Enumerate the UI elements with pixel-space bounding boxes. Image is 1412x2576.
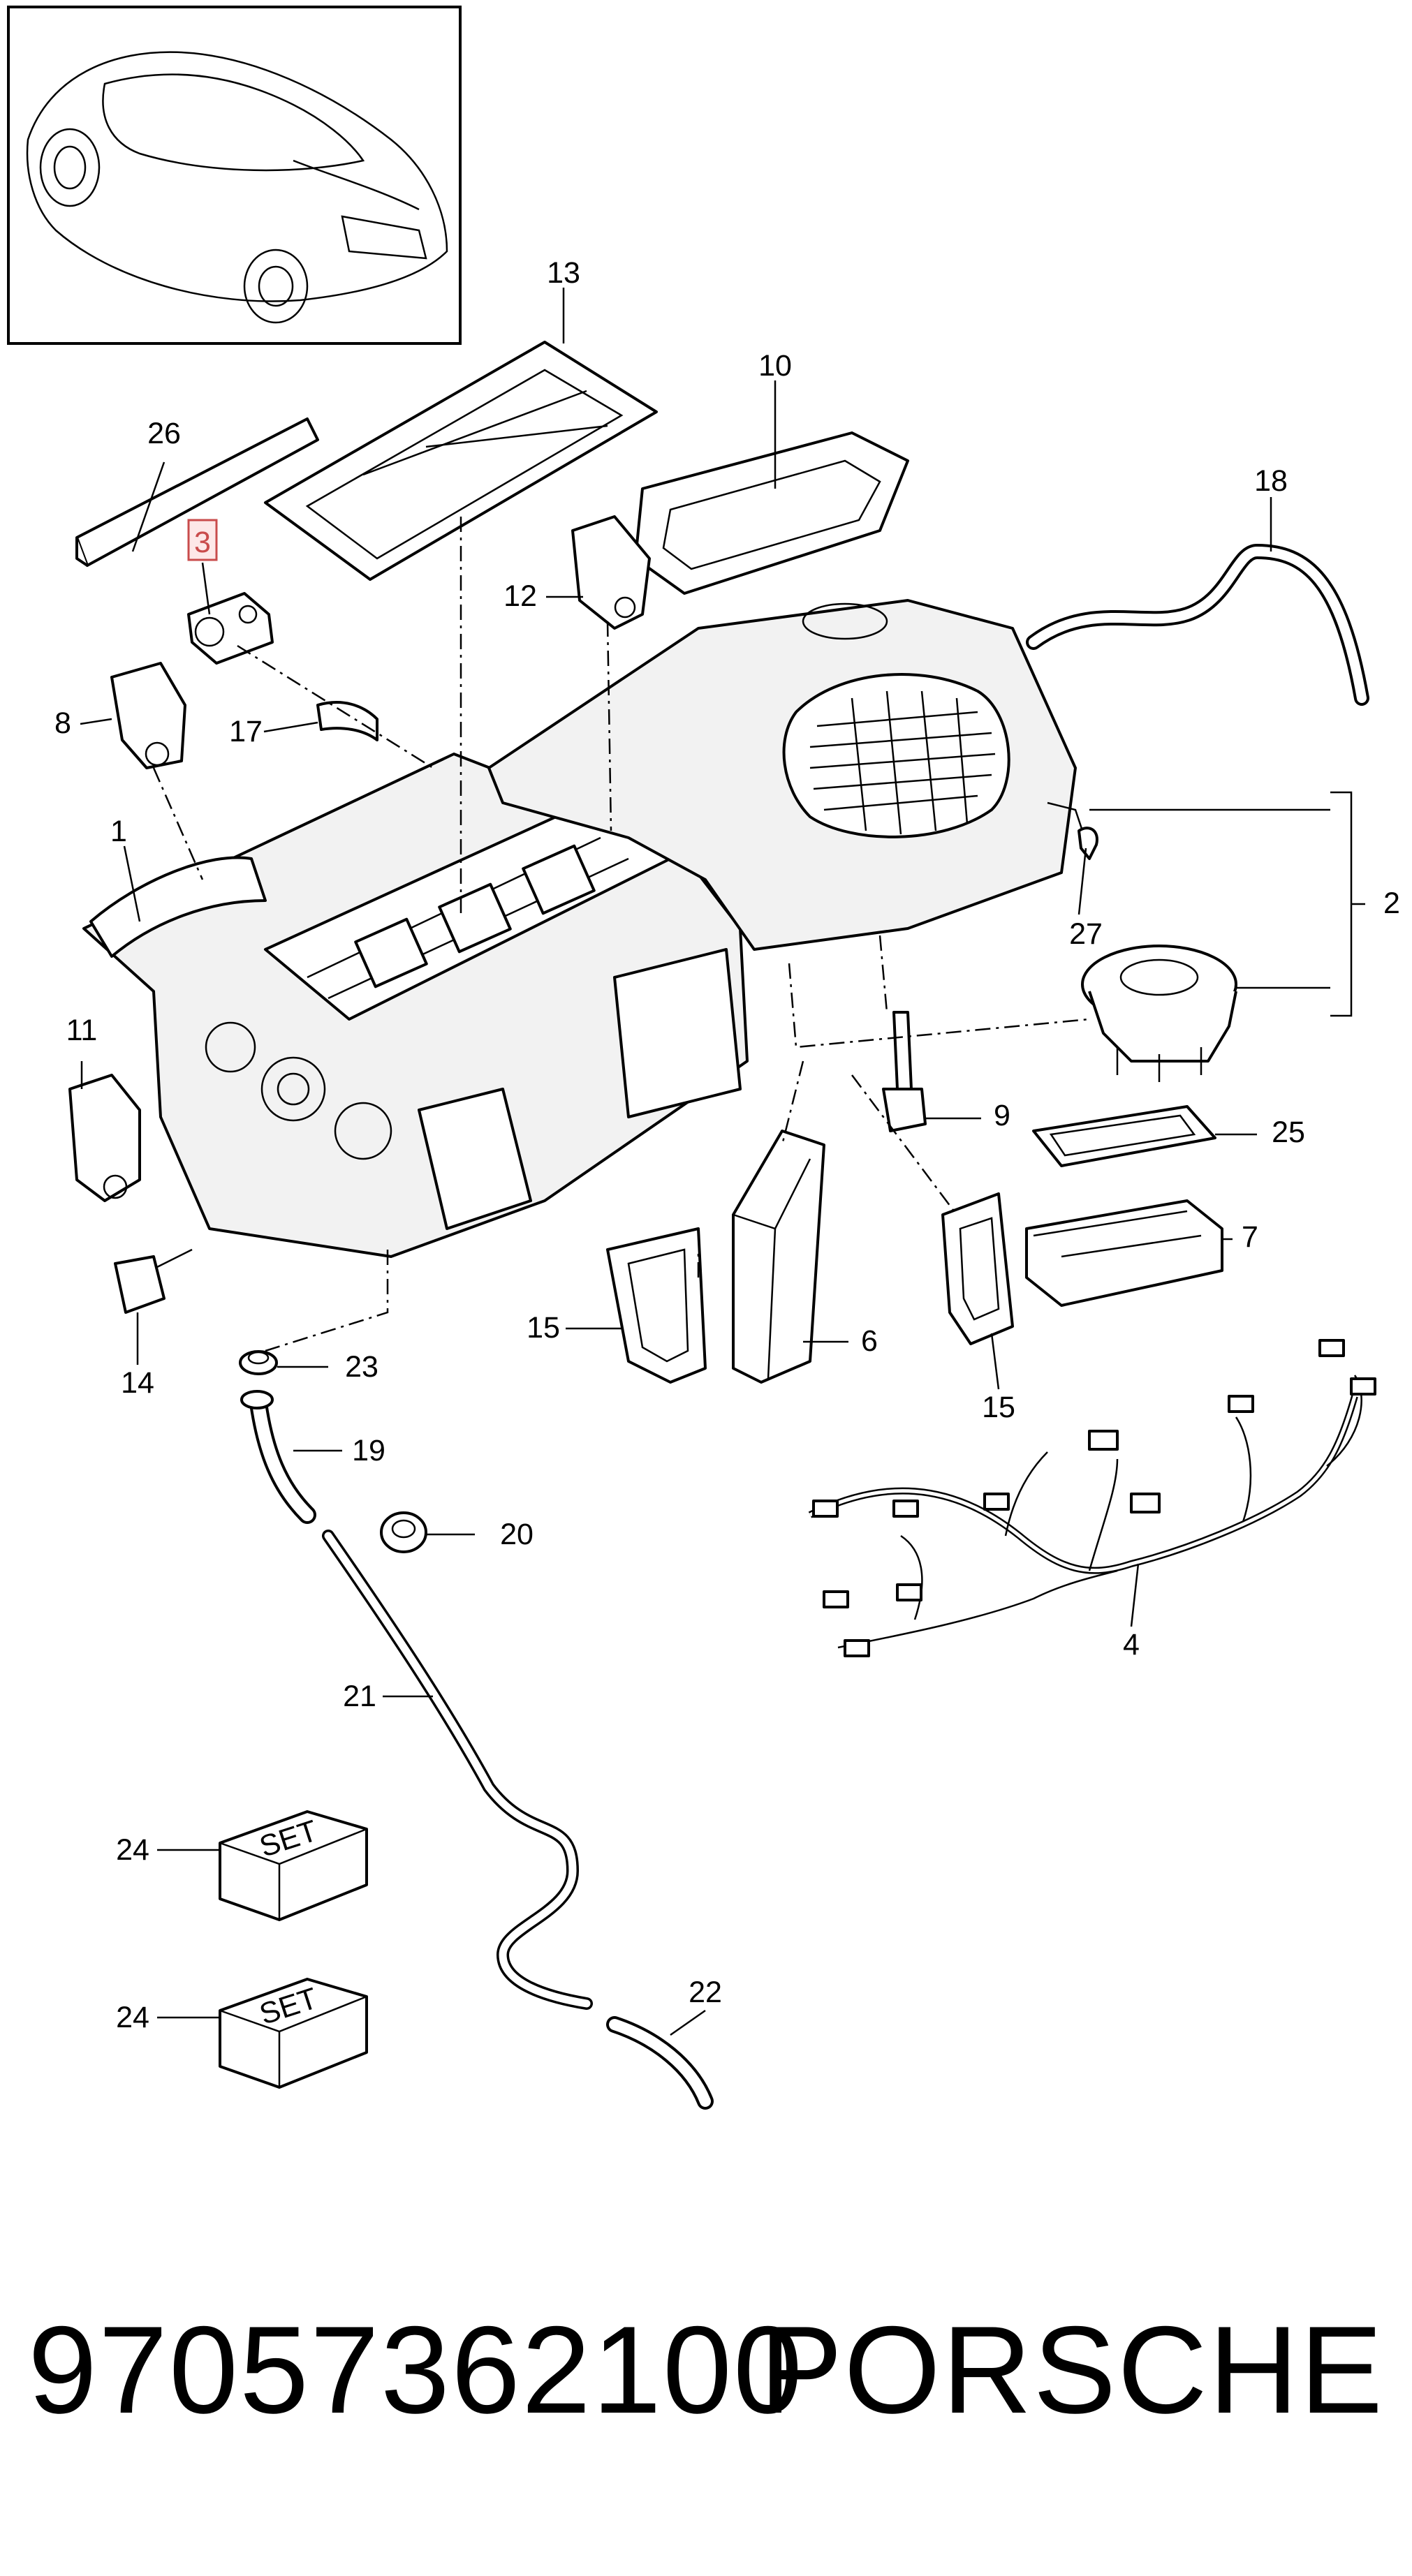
part-2-blower-housing [487, 599, 1084, 951]
callout-26: 26 [147, 417, 181, 450]
callout-16: 17 [229, 715, 263, 748]
set-box-24: SET [219, 1978, 368, 2089]
part-15-seal-right [941, 1192, 1014, 1345]
part-10-gasket [634, 431, 909, 595]
callout-12: 12 [503, 579, 537, 613]
callout-23: 24 [116, 1833, 149, 1867]
callout-11: 11 [66, 1014, 98, 1047]
callout-9: 9 [994, 1099, 1010, 1132]
assembly-lines [152, 517, 1090, 1352]
part-19-grommet [380, 1511, 427, 1553]
part-27-clip [1078, 827, 1098, 860]
callout-22: 23 [345, 1350, 378, 1384]
callout-13: 13 [547, 256, 580, 290]
callout-10: 10 [758, 349, 792, 383]
part-4-wiring-harness [808, 1339, 1376, 1657]
part-7-control-module [1025, 1199, 1223, 1307]
callout-labels: 13 10 18 26 3 12 8 17 1 27 2 11 9 25 7 1… [54, 256, 1400, 2034]
part-18-drain-hose [240, 1390, 316, 1524]
callout-4: 4 [1123, 1628, 1140, 1661]
part-22-ring [239, 1350, 278, 1375]
part-25-gasket [1032, 1105, 1216, 1167]
callout-7: 7 [1242, 1220, 1258, 1254]
part-17-pipe [1026, 543, 1369, 706]
part-11-actuator [68, 1074, 141, 1202]
callout-8: 8 [54, 706, 71, 740]
callout-20: 21 [343, 1680, 376, 1713]
callout-15-left: 15 [527, 1311, 560, 1345]
callout-14: 14 [121, 1366, 154, 1400]
part-6-filter [732, 1130, 825, 1384]
part-26-strip [75, 417, 319, 567]
part-9-sensor [882, 1011, 927, 1132]
callout-25: 25 [1272, 1116, 1305, 1149]
callout-19: 20 [500, 1518, 534, 1551]
leader-lines [80, 288, 1272, 2036]
bracket-2 [1089, 791, 1365, 1017]
part-13-frame [264, 341, 658, 581]
part-16-clip [316, 701, 378, 741]
part-12-actuator [571, 515, 651, 630]
callout-24: 24 [116, 2001, 149, 2034]
part-20-drain-tube [322, 1530, 593, 2010]
callout-18: 19 [352, 1434, 385, 1467]
callout-17: 18 [1254, 464, 1288, 498]
callout-3-highlight [187, 519, 218, 561]
callout-6: 6 [861, 1324, 878, 1358]
callout-27: 27 [1069, 917, 1103, 951]
callout-2: 2 [1383, 887, 1400, 920]
brand-name: PORSCHE [759, 2300, 1384, 2439]
part-14-sensor [114, 1248, 193, 1314]
set-box-23: SET [219, 1810, 368, 1921]
blower-grille [809, 690, 996, 835]
part-15-seal-left [606, 1227, 707, 1384]
part-3-expansion-valve [187, 592, 274, 665]
part-2-blower-motor [1081, 945, 1237, 1082]
callout-1: 1 [110, 815, 127, 848]
callout-15-right: 15 [982, 1391, 1015, 1424]
callout-3: 3 [194, 526, 211, 559]
callout-21: 22 [689, 1976, 722, 2009]
part-number: 97057362100 [28, 2300, 804, 2439]
part-8-actuator [110, 662, 186, 769]
vehicle-thumbnail [7, 6, 462, 345]
part-21-drain-elbow [606, 2016, 714, 2110]
